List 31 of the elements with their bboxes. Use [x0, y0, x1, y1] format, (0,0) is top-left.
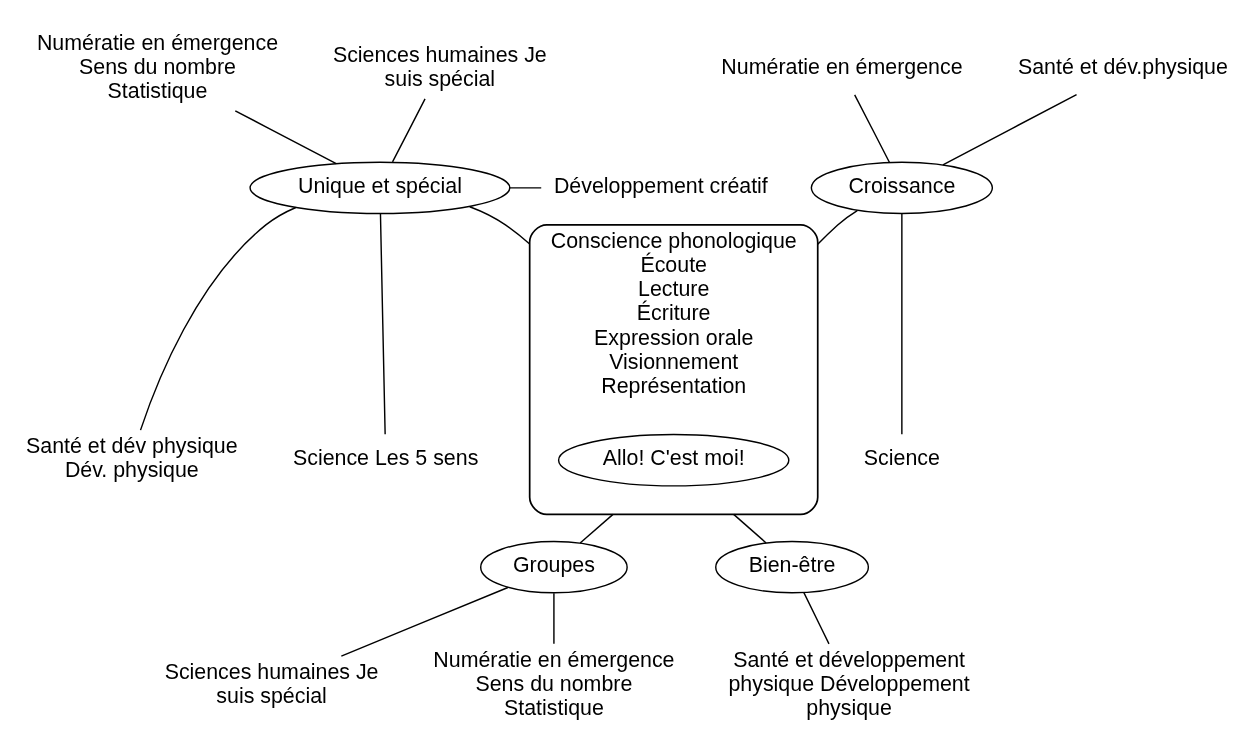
connector: [340, 586, 509, 657]
connector: [803, 591, 830, 645]
connector: [391, 98, 426, 163]
connector: [579, 513, 614, 544]
node-text: Développement créatif: [553, 173, 768, 198]
connector: [234, 110, 337, 165]
node-text: Numératie en émergence Sens du nombre Statistique: [433, 647, 675, 721]
node-ellipse: Croissance: [810, 161, 994, 215]
connector: [817, 209, 858, 245]
connector: [469, 206, 531, 245]
connector: [553, 592, 555, 645]
node-text: Science Les 5 sens: [292, 446, 479, 471]
node-text: Santé et dév.physique: [1017, 54, 1228, 79]
connector: [853, 94, 891, 163]
node-text: Numératie en émergence Sens du nombre Statistique: [36, 30, 279, 103]
node-ellipse: Allo! C'est moi!: [557, 433, 790, 487]
connector: [732, 513, 767, 544]
node-text: Sciences humaines Je suis spécial: [164, 660, 379, 709]
node-ellipse: Groupes: [480, 540, 628, 594]
connector: [379, 212, 386, 435]
node-text: Numératie en émergence: [721, 54, 963, 79]
connector: [942, 93, 1078, 166]
node-text: Santé et dév physique Dév. physique: [26, 434, 238, 483]
node-text: Science: [863, 446, 940, 471]
node-text: Santé et développement physique Développement physique: [728, 647, 970, 721]
connector: [139, 206, 297, 431]
node-ellipse: Bien-être: [715, 540, 870, 594]
connector: [901, 212, 903, 435]
node-text: Sciences humaines Je suis spécial: [332, 42, 547, 91]
connector: [509, 187, 542, 189]
node-ellipse: Unique et spécial: [249, 161, 511, 215]
